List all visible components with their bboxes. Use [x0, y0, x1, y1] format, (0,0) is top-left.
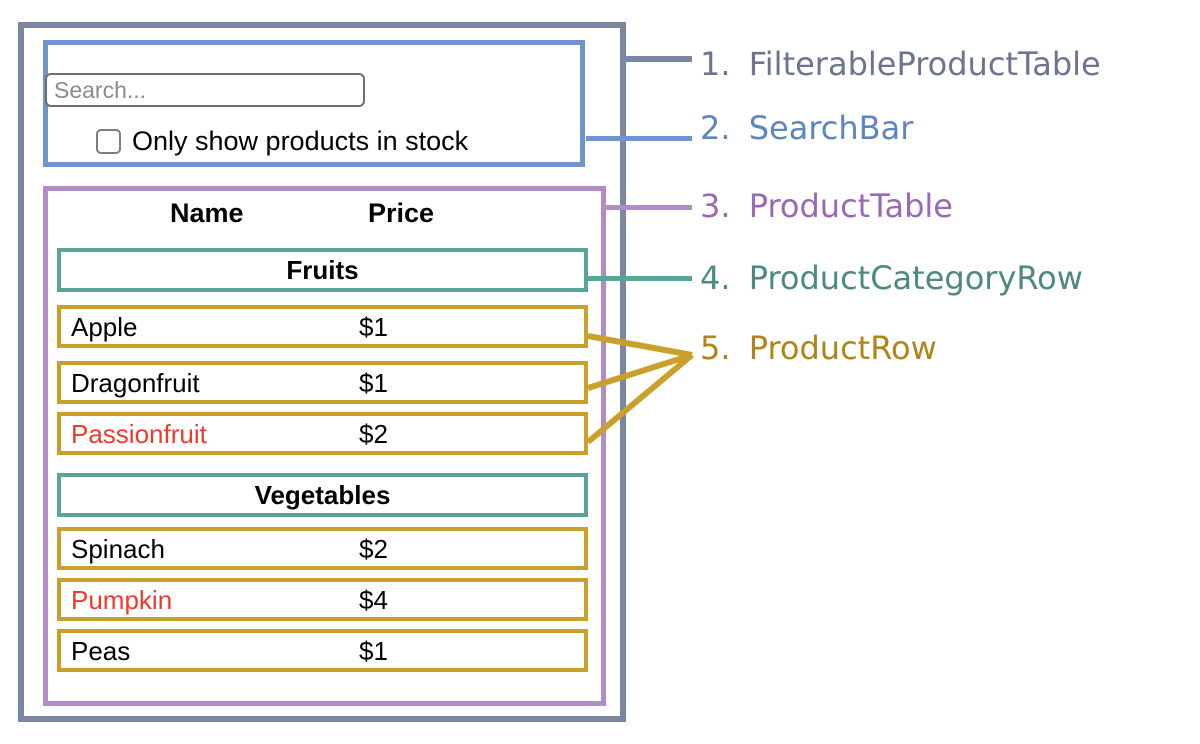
legend-item-product-table: 3. ProductTable: [700, 190, 953, 222]
product-price: $4: [359, 584, 388, 615]
legend-label: ProductRow: [748, 329, 937, 367]
legend-number: 2.: [700, 109, 731, 147]
legend-item-product-category-row: 4. ProductCategoryRow: [700, 262, 1083, 294]
product-price: $1: [359, 311, 388, 342]
legend-number: 4.: [700, 259, 731, 297]
search-input-placeholder: Search...: [54, 76, 147, 103]
legend-number: 5.: [700, 329, 731, 367]
checkbox-icon[interactable]: [96, 129, 121, 154]
product-row: Apple $1: [57, 305, 588, 348]
product-category-row: Vegetables: [57, 473, 588, 517]
legend-label: FilterableProductTable: [748, 45, 1101, 83]
legend-item-product-row: 5. ProductRow: [700, 332, 937, 364]
in-stock-filter-row[interactable]: Only show products in stock: [96, 128, 468, 155]
product-name: Pumpkin: [71, 584, 173, 615]
legend-number: 1.: [700, 45, 731, 83]
product-price: $1: [359, 635, 388, 666]
product-name: Peas: [71, 635, 131, 666]
category-label: Fruits: [286, 255, 359, 285]
product-category-row: Fruits: [57, 248, 588, 292]
leader-line-3: [604, 205, 692, 210]
leader-line-2: [586, 136, 692, 141]
column-header-price: Price: [368, 198, 435, 228]
product-price: $2: [359, 418, 388, 449]
legend-label: ProductTable: [748, 187, 953, 225]
search-input[interactable]: Search...: [45, 73, 365, 107]
product-name: Spinach: [71, 533, 165, 564]
in-stock-checkbox-label: Only show products in stock: [132, 126, 469, 156]
legend-item-filterable-product-table: 1. FilterableProductTable: [700, 48, 1101, 80]
category-label: Vegetables: [254, 480, 391, 510]
product-price: $1: [359, 367, 388, 398]
product-row: Spinach $2: [57, 527, 588, 570]
legend-label: SearchBar: [748, 109, 914, 147]
product-price: $2: [359, 533, 388, 564]
legend-number: 3.: [700, 187, 731, 225]
leader-line-4: [586, 276, 692, 281]
leader-lines-5: [586, 333, 694, 445]
product-name: Passionfruit: [71, 418, 207, 449]
product-row: Passionfruit $2: [57, 412, 588, 455]
leader-line-1: [626, 56, 692, 62]
product-name: Apple: [71, 311, 138, 342]
product-row: Peas $1: [57, 629, 588, 672]
product-name: Dragonfruit: [71, 367, 200, 398]
product-row: Dragonfruit $1: [57, 361, 588, 404]
product-table-header: Name Price: [0, 196, 563, 234]
legend-label: ProductCategoryRow: [748, 259, 1083, 297]
legend-item-search-bar: 2. SearchBar: [700, 112, 913, 144]
column-header-name: Name: [170, 198, 244, 228]
product-row: Pumpkin $4: [57, 578, 588, 621]
